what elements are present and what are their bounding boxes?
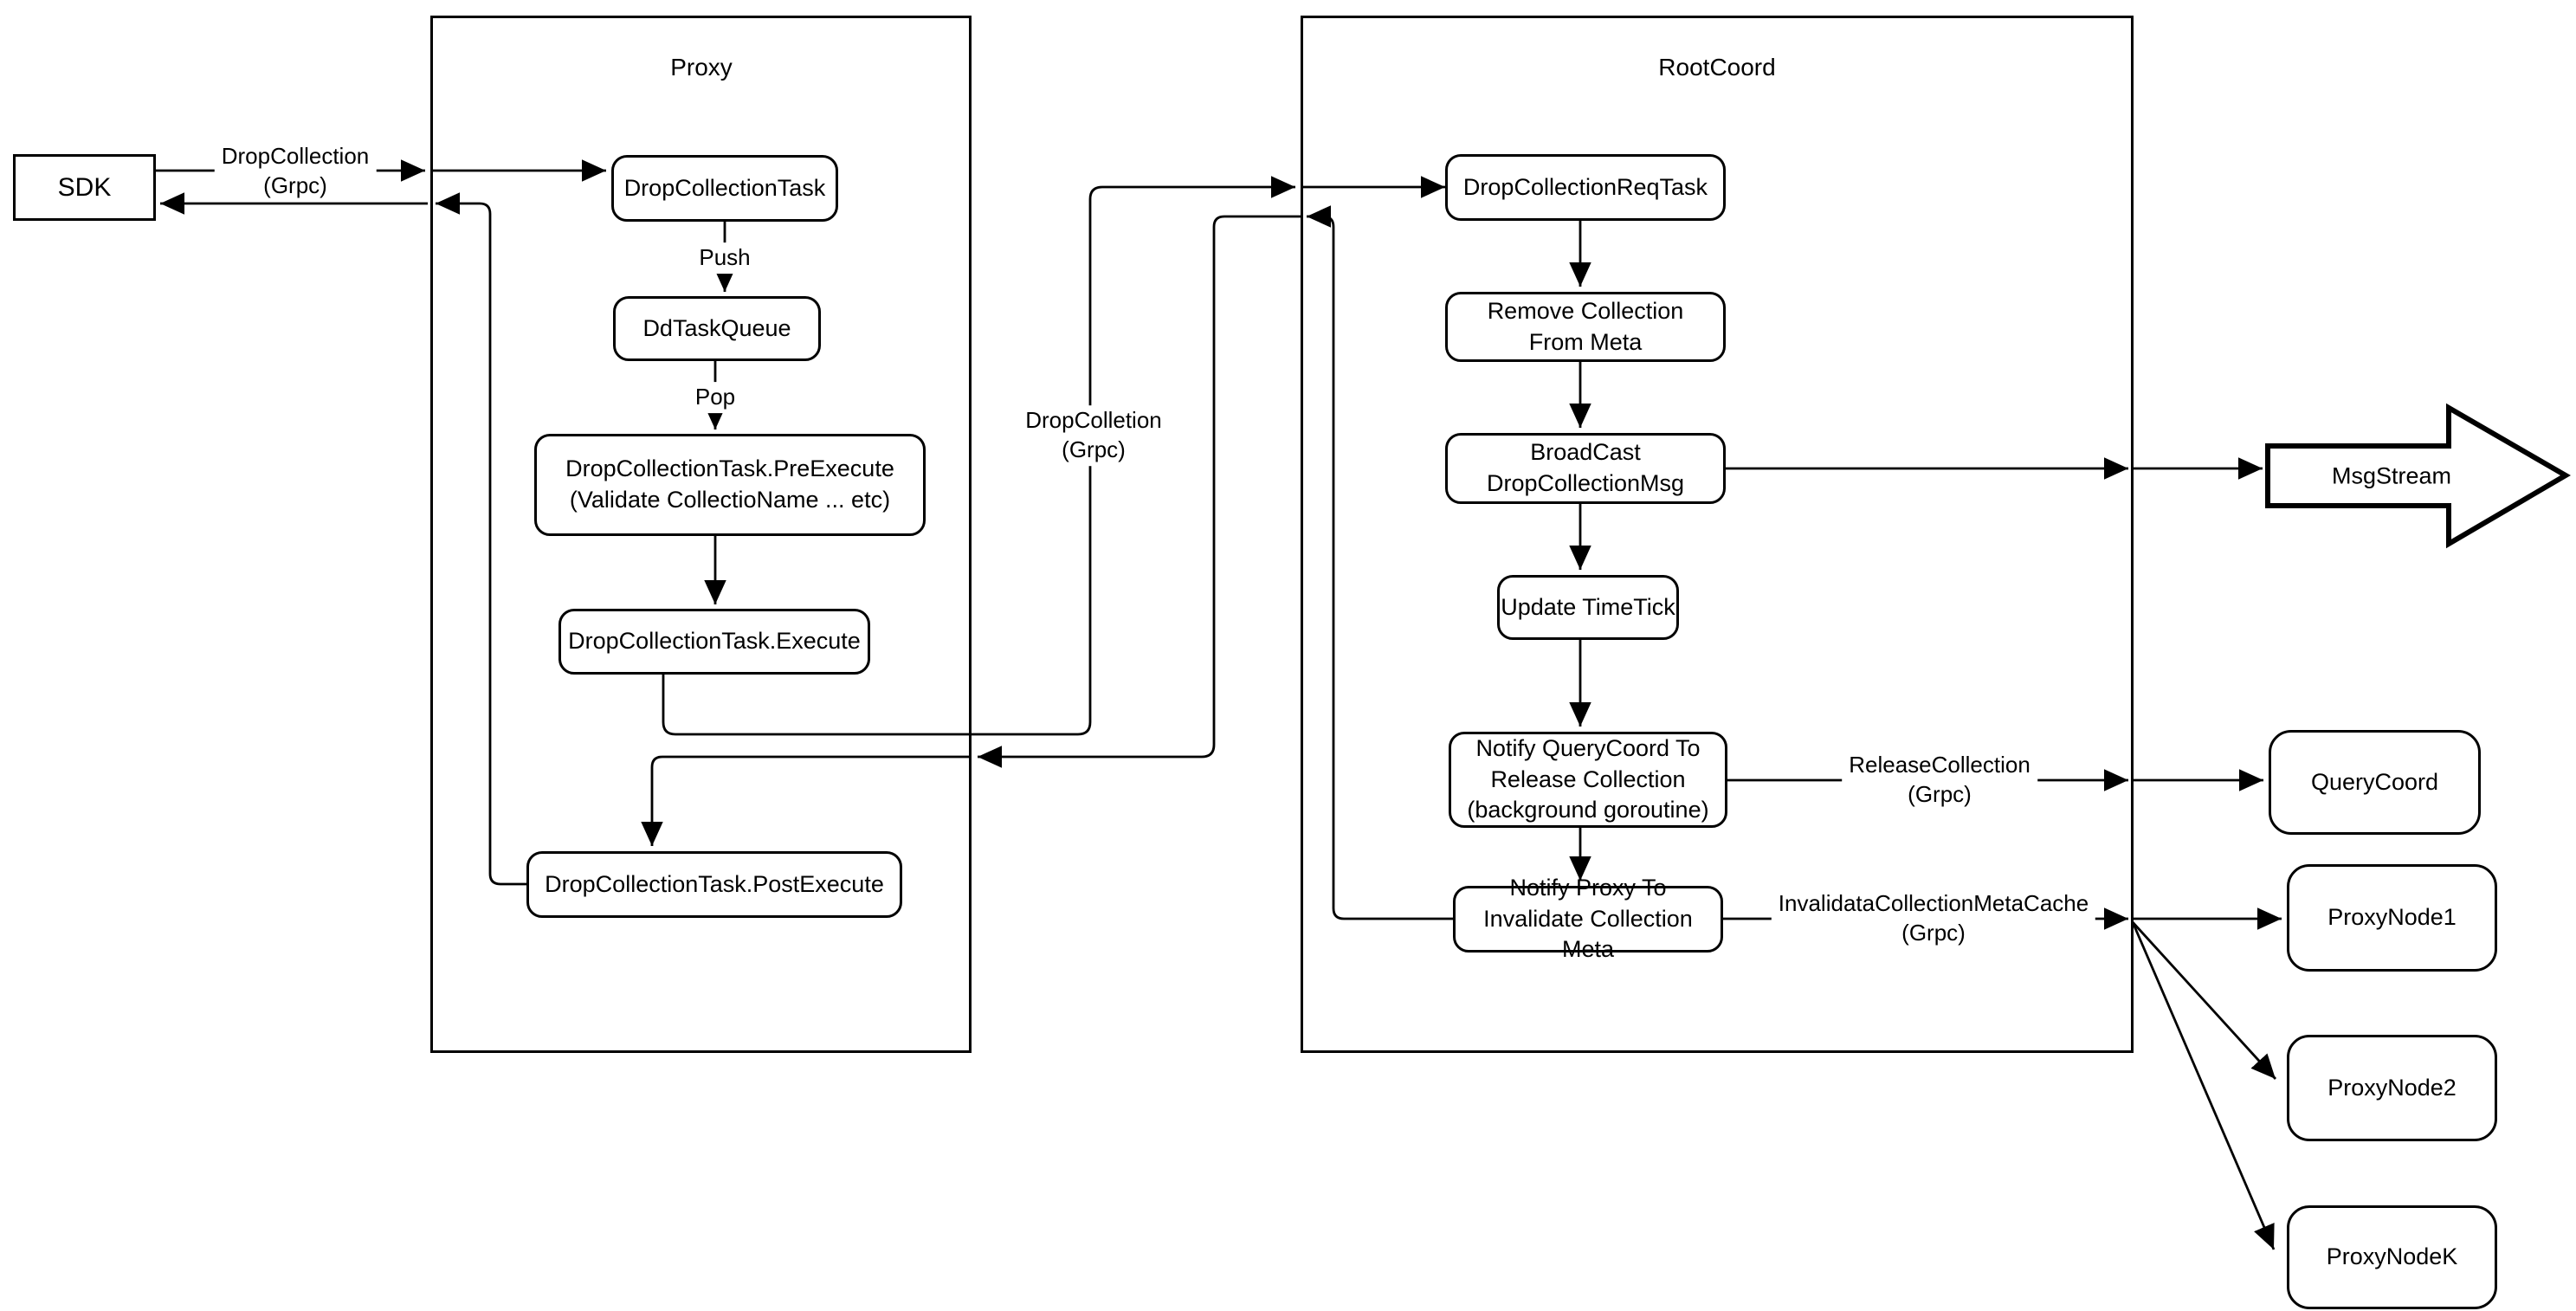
label-releasecollection-grpc: ReleaseCollection (Grpc) — [1842, 750, 2037, 810]
msgstream-label: MsgStream — [2332, 463, 2451, 490]
proxynodek-box: ProxyNodeK — [2287, 1205, 2497, 1309]
proxynodek-label: ProxyNodeK — [2326, 1243, 2458, 1270]
postexecute-label: DropCollectionTask.PostExecute — [545, 870, 884, 897]
sdk-box: SDK — [13, 154, 156, 221]
label-dropcollection-grpc: DropCollection (Grpc) — [214, 141, 377, 202]
notifyproxy-label-line2: Invalidate Collection Meta — [1483, 905, 1693, 963]
label-push: Push — [692, 242, 758, 274]
execute-box: DropCollectionTask.Execute — [558, 609, 870, 675]
notifyquerycoord-box: Notify QueryCoord To Release Collection … — [1449, 732, 1727, 828]
msgstream-arrow-shape — [2265, 403, 2571, 549]
dropcollectionreqtask-label: DropCollectionReqTask — [1462, 173, 1708, 200]
edge-notifyproxy-to-rootcoordedge — [1307, 205, 1453, 920]
label-releasecollection-grpc-line1: ReleaseCollection — [1849, 752, 2030, 778]
broadcast-box: BroadCast DropCollectionMsg — [1445, 433, 1726, 504]
edge-to-proxynode2 — [2131, 921, 2277, 1080]
ddtaskqueue-label: DdTaskQueue — [642, 314, 791, 341]
querycoord-box: QueryCoord — [2269, 730, 2481, 835]
notifyquerycoord-label-line1: Notify QueryCoord To — [1475, 735, 1701, 762]
proxy-title: Proxy — [670, 54, 733, 81]
preexecute-label-line2: (Validate CollectioName ... etc) — [569, 487, 891, 513]
proxy-container — [430, 16, 972, 1053]
proxynode1-label: ProxyNode1 — [2327, 904, 2457, 931]
edge-execute-to-rootcoord — [662, 176, 1295, 736]
querycoord-label: QueryCoord — [2310, 768, 2439, 795]
edge-proxyedge-to-postexecute — [641, 755, 972, 846]
label-dropcolletion-grpc-line2: (Grpc) — [1062, 436, 1126, 462]
label-invalidatacollectionmetacache-grpc: InvalidataCollectionMetaCache (Grpc) — [1771, 888, 2096, 949]
broadcast-label-line2: DropCollectionMsg — [1486, 470, 1685, 496]
proxynode1-box: ProxyNode1 — [2287, 864, 2497, 972]
notifyproxy-label-line1: Notify Proxy To — [1509, 875, 1667, 901]
dropcollectiontask-label: DropCollectionTask — [623, 174, 826, 201]
notifyquerycoord-label-line2: Release Collection — [1490, 765, 1686, 792]
broadcast-label-line1: BroadCast — [1530, 439, 1641, 466]
msgstream-text: MsgStream — [2331, 462, 2452, 489]
label-dropcollection-grpc-line2: (Grpc) — [263, 172, 327, 198]
updatetimetick-box: Update TimeTick — [1497, 575, 1679, 640]
label-invalidatacollectionmetacache-line1: InvalidataCollectionMetaCache — [1778, 890, 2089, 917]
execute-label: DropCollectionTask.Execute — [568, 628, 861, 655]
preexecute-label-line1: DropCollectionTask.PreExecute — [565, 455, 894, 482]
removecollection-label-line2: From Meta — [1528, 328, 1643, 355]
label-invalidatacollectionmetacache-line2: (Grpc) — [1901, 920, 1966, 946]
dropcollectiontask-box: DropCollectionTask — [611, 155, 838, 222]
sdk-label: SDK — [57, 172, 112, 202]
edge-to-proxynodek — [2131, 921, 2276, 1250]
notifyquerycoord-label-line3: (background goroutine) — [1467, 797, 1709, 823]
label-releasecollection-grpc-line2: (Grpc) — [1908, 781, 1972, 807]
label-pop: Pop — [688, 382, 743, 413]
proxynode2-label: ProxyNode2 — [2327, 1074, 2457, 1101]
label-pop-text: Pop — [694, 384, 736, 410]
dropcollectionreqtask-box: DropCollectionReqTask — [1445, 154, 1726, 221]
proxynode2-box: ProxyNode2 — [2287, 1035, 2497, 1141]
removecollection-box: Remove Collection From Meta — [1445, 292, 1726, 362]
label-dropcollection-grpc-line1: DropCollection — [221, 143, 370, 170]
edge-postexecute-to-proxyedge — [436, 192, 526, 886]
updatetimetick-label: Update TimeTick — [1501, 593, 1675, 620]
ddtaskqueue-box: DdTaskQueue — [613, 296, 821, 361]
edge-rootcoord-to-proxyedge — [978, 215, 1301, 768]
preexecute-box: DropCollectionTask.PreExecute (Validate … — [534, 434, 926, 536]
notifyproxy-box: Notify Proxy To Invalidate Collection Me… — [1453, 875, 1723, 962]
label-dropcolletion-grpc: DropColletion (Grpc) — [1018, 405, 1169, 466]
rootcoord-title: RootCoord — [1658, 54, 1776, 81]
postexecute-box: DropCollectionTask.PostExecute — [526, 851, 902, 918]
label-dropcolletion-grpc-line1: DropColletion — [1025, 407, 1162, 434]
rootcoord-container — [1301, 16, 2134, 1053]
removecollection-label-line1: Remove Collection — [1487, 297, 1684, 324]
label-push-text: Push — [699, 244, 751, 271]
